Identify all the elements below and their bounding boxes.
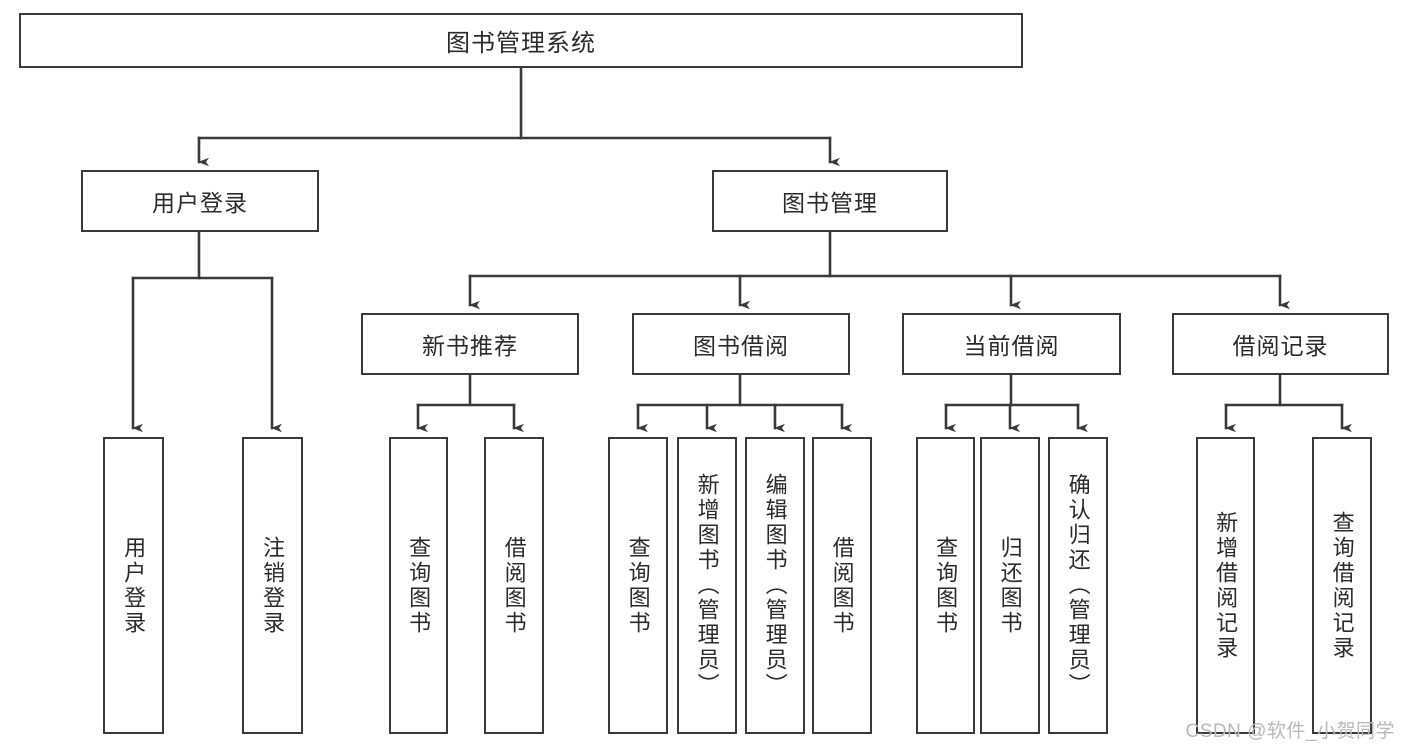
- node-leaf-borrow-book-2[interactable]: 借阅图书: [812, 437, 872, 734]
- node-book-manage-label: 图书管理: [782, 190, 878, 216]
- node-leaf-return-book[interactable]: 归还图书: [980, 437, 1040, 734]
- node-leaf-query-book-2-label: 查询图书: [625, 535, 651, 636]
- node-leaf-borrow-book-1-label: 借阅图书: [501, 535, 527, 636]
- node-leaf-logout[interactable]: 注销登录: [242, 437, 303, 734]
- node-leaf-edit-book[interactable]: 编辑图书（管理员）: [745, 437, 805, 734]
- node-book-borrow[interactable]: 图书借阅: [632, 313, 850, 375]
- node-root-label: 图书管理系统: [446, 30, 596, 57]
- node-new-book-rec-label: 新书推荐: [422, 333, 518, 359]
- node-leaf-confirm-return-label: 确认归还（管理员）: [1065, 473, 1091, 698]
- node-user-login[interactable]: 用户登录: [81, 170, 319, 232]
- node-leaf-add-record-label: 新增借阅记录: [1213, 510, 1239, 661]
- node-new-book-rec[interactable]: 新书推荐: [361, 313, 579, 375]
- node-current-borrow[interactable]: 当前借阅: [902, 313, 1121, 375]
- node-leaf-query-book-3[interactable]: 查询图书: [916, 437, 975, 734]
- node-leaf-add-record[interactable]: 新增借阅记录: [1196, 437, 1255, 734]
- watermark-text: CSDN @软件_小贺同学: [1185, 721, 1395, 742]
- node-leaf-user-login[interactable]: 用户登录: [103, 437, 164, 734]
- node-leaf-query-book-1[interactable]: 查询图书: [389, 437, 448, 734]
- node-current-borrow-label: 当前借阅: [963, 333, 1060, 359]
- node-leaf-add-book-label: 新增图书（管理员）: [694, 473, 720, 698]
- node-leaf-logout-label: 注销登录: [260, 535, 286, 636]
- node-user-login-label: 用户登录: [152, 190, 248, 216]
- node-leaf-query-book-2[interactable]: 查询图书: [608, 437, 668, 734]
- node-leaf-borrow-book-2-label: 借阅图书: [829, 535, 855, 636]
- node-book-manage[interactable]: 图书管理: [712, 170, 948, 232]
- node-leaf-borrow-book-1[interactable]: 借阅图书: [484, 437, 544, 734]
- node-book-borrow-label: 图书借阅: [693, 333, 789, 359]
- node-root[interactable]: 图书管理系统: [19, 13, 1023, 68]
- node-leaf-query-record-label: 查询借阅记录: [1329, 510, 1355, 661]
- node-leaf-return-book-label: 归还图书: [997, 535, 1023, 636]
- node-leaf-query-record[interactable]: 查询借阅记录: [1312, 437, 1372, 734]
- node-leaf-query-book-3-label: 查询图书: [933, 535, 959, 636]
- node-leaf-confirm-return[interactable]: 确认归还（管理员）: [1048, 437, 1108, 734]
- node-leaf-add-book[interactable]: 新增图书（管理员）: [677, 437, 737, 734]
- node-borrow-record-label: 借阅记录: [1232, 333, 1329, 359]
- node-leaf-user-login-label: 用户登录: [121, 535, 147, 636]
- node-leaf-edit-book-label: 编辑图书（管理员）: [762, 473, 788, 698]
- node-leaf-query-book-1-label: 查询图书: [406, 535, 432, 636]
- node-borrow-record[interactable]: 借阅记录: [1172, 313, 1389, 375]
